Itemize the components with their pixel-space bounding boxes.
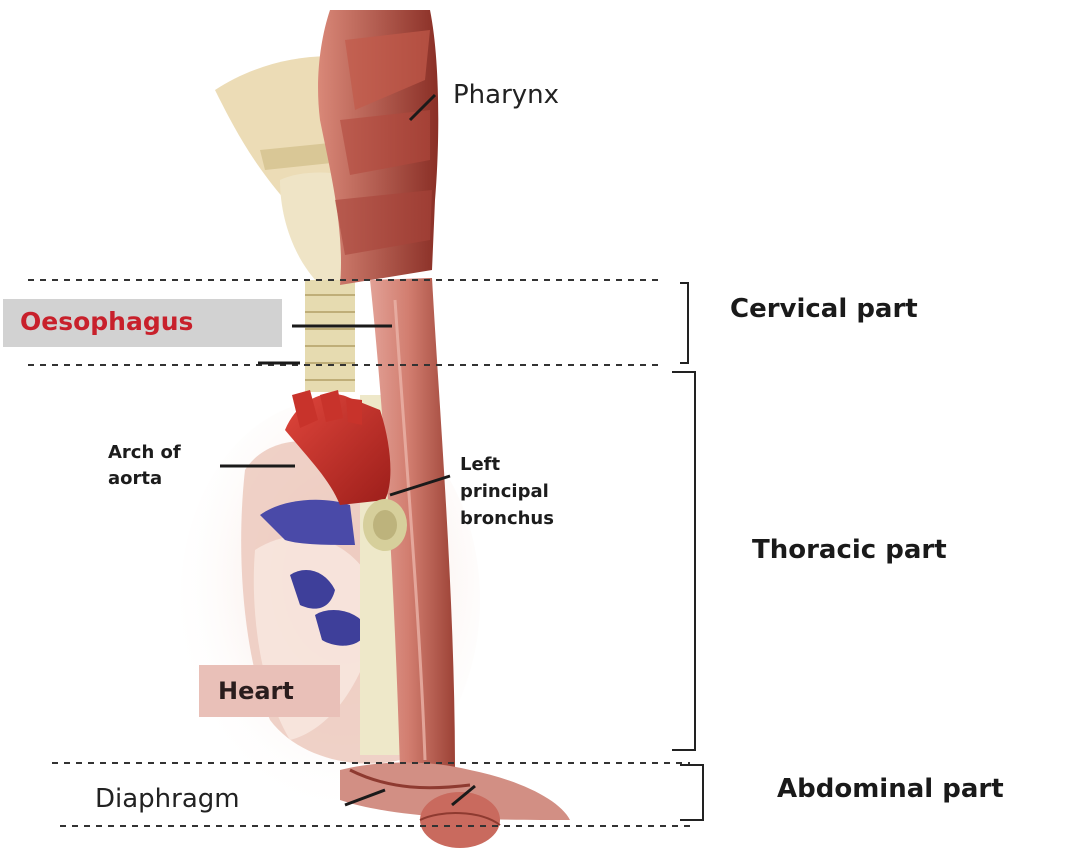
abdominal-part-label: Abdominal part	[777, 774, 1004, 804]
cervical-part-label: Cervical part	[730, 294, 918, 324]
left-bronchus-label-line2: principal	[460, 481, 549, 503]
heart-label: Heart	[218, 677, 294, 705]
oesophagus-label: Oesophagus	[20, 307, 193, 336]
diaphragm-label: Diaphragm	[95, 784, 240, 814]
left-bronchus-label-line3: bronchus	[460, 508, 554, 530]
part-brackets	[672, 283, 703, 820]
cervical-bracket	[680, 283, 688, 363]
left-principal-bronchus	[363, 499, 407, 551]
left-bronchus-label-line1: Left	[460, 454, 500, 476]
arch-of-aorta-label-line1: Arch of	[108, 442, 181, 464]
thoracic-part-label: Thoracic part	[752, 535, 947, 565]
diaphragm-region	[340, 763, 570, 849]
thoracic-bracket	[672, 372, 695, 750]
arch-of-aorta-label-line2: aorta	[108, 468, 162, 490]
pharynx-label: Pharynx	[453, 80, 559, 110]
abdominal-bracket	[680, 765, 703, 820]
